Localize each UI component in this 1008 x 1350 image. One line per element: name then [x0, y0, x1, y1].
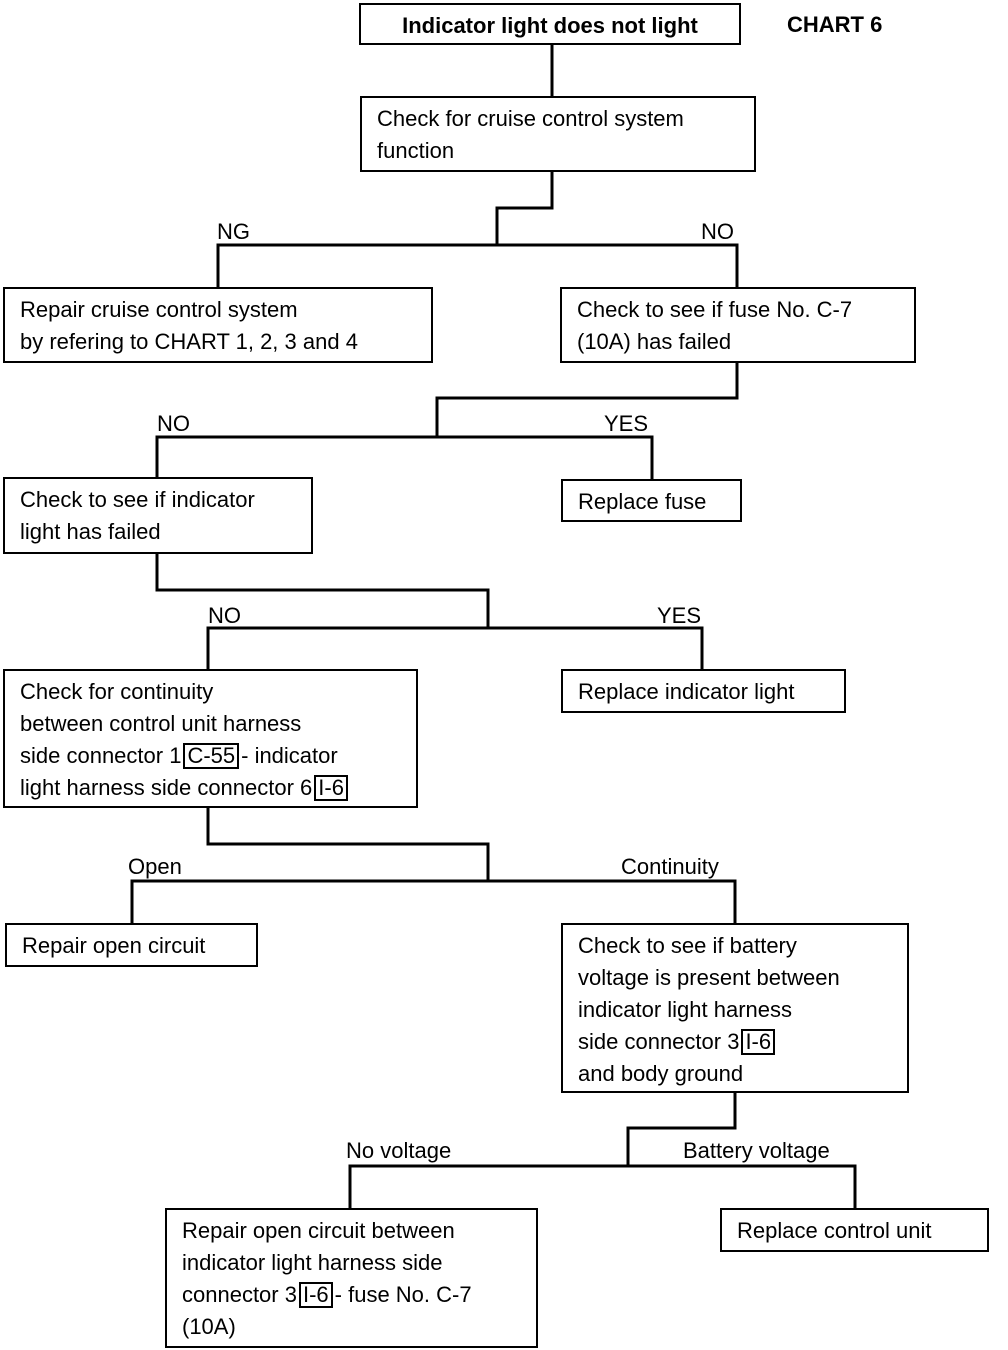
check-function-line-2: function — [377, 138, 455, 163]
repair-open-node: Repair open circuit — [5, 923, 258, 967]
check-function-node: Check for cruise control system function — [360, 96, 756, 172]
check-indicator-node: Check to see if indicator light has fail… — [3, 477, 313, 554]
check-continuity-line-1: Check for continuity — [20, 679, 214, 704]
check-indicator-line-2: light has failed — [20, 519, 161, 544]
connector-tag-i6: I-6 — [298, 1282, 333, 1308]
branch-label-open: Open — [128, 854, 182, 879]
repair-open-fuse-node: Repair open circuit between indicator li… — [165, 1208, 538, 1348]
replace-indicator-text: Replace indicator light — [578, 679, 795, 704]
connector-tag-i6: I-6 — [314, 775, 348, 801]
repair-cruise-line-2: by refering to CHART 1, 2, 3 and 4 — [20, 329, 358, 354]
check-fuse-line-2: (10A) has failed — [577, 329, 732, 354]
repair-open-fuse-line-1: Repair open circuit between — [182, 1218, 455, 1243]
connector-tag-c55: C-55 — [183, 743, 240, 769]
wire-check-indicator-branch — [155, 553, 704, 669]
wire-check-battery-branch — [348, 1092, 857, 1208]
branch-label-continuity: Continuity — [621, 854, 719, 879]
start-node: Indicator light does not light — [359, 3, 741, 45]
check-battery-line-1: Check to see if battery — [578, 933, 797, 958]
check-continuity-node: Check for continuity between control uni… — [3, 669, 418, 808]
wire-check-function-branch — [216, 171, 739, 287]
repair-open-fuse-line-3-post: - fuse No. C-7 — [334, 1282, 472, 1307]
check-battery-line-4-pre: side connector 3 — [578, 1029, 740, 1054]
branch-label-no-1: NO — [701, 219, 734, 244]
replace-fuse-node: Replace fuse — [561, 479, 742, 522]
check-continuity-line-4-pre: light harness side connector 6 — [20, 775, 313, 800]
branch-label-no-3: NO — [208, 603, 241, 628]
chart-id-label: CHART 6 — [787, 12, 883, 37]
branch-label-ng: NG — [217, 219, 250, 244]
start-node-text: Indicator light does not light — [402, 13, 698, 38]
check-fuse-line-1: Check to see if fuse No. C-7 — [577, 297, 853, 322]
check-indicator-line-1: Check to see if indicator — [20, 487, 255, 512]
check-function-line-1: Check for cruise control system — [377, 106, 684, 131]
branch-label-yes-2: YES — [657, 603, 702, 628]
branch-label-no-voltage: No voltage — [346, 1138, 452, 1163]
repair-open-fuse-line-4: (10A) — [182, 1314, 236, 1339]
replace-control-text: Replace control unit — [737, 1218, 932, 1243]
repair-cruise-line-1: Repair cruise control system — [20, 297, 298, 322]
repair-open-fuse-line-2: indicator light harness side — [182, 1250, 443, 1275]
repair-cruise-node: Repair cruise control system by refering… — [3, 287, 433, 363]
wire-check-fuse-branch — [155, 362, 739, 479]
repair-open-fuse-line-3-pre: connector 3 — [182, 1282, 297, 1307]
check-battery-line-3: indicator light harness — [578, 997, 793, 1022]
check-fuse-node: Check to see if fuse No. C-7 (10A) has f… — [560, 287, 916, 363]
branch-label-yes-1: YES — [604, 411, 649, 436]
replace-indicator-node: Replace indicator light — [561, 669, 846, 713]
check-battery-node: Check to see if battery voltage is prese… — [561, 923, 909, 1093]
check-continuity-line-2: between control unit harness — [20, 711, 302, 736]
check-continuity-line-3-pre: side connector 1 — [20, 743, 182, 768]
branch-label-no-2: NO — [157, 411, 190, 436]
connector-tag-i6: I-6 — [741, 1029, 776, 1055]
branch-label-battery-voltage: Battery voltage — [683, 1138, 830, 1163]
check-battery-line-2: voltage is present between — [578, 965, 840, 990]
check-battery-line-5: and body ground — [578, 1061, 744, 1086]
check-continuity-line-3-post: - indicator — [241, 743, 338, 768]
repair-open-text: Repair open circuit — [22, 933, 206, 958]
replace-control-node: Replace control unit — [720, 1208, 989, 1252]
replace-fuse-text: Replace fuse — [578, 489, 707, 514]
wire-check-continuity-branch — [130, 807, 737, 923]
